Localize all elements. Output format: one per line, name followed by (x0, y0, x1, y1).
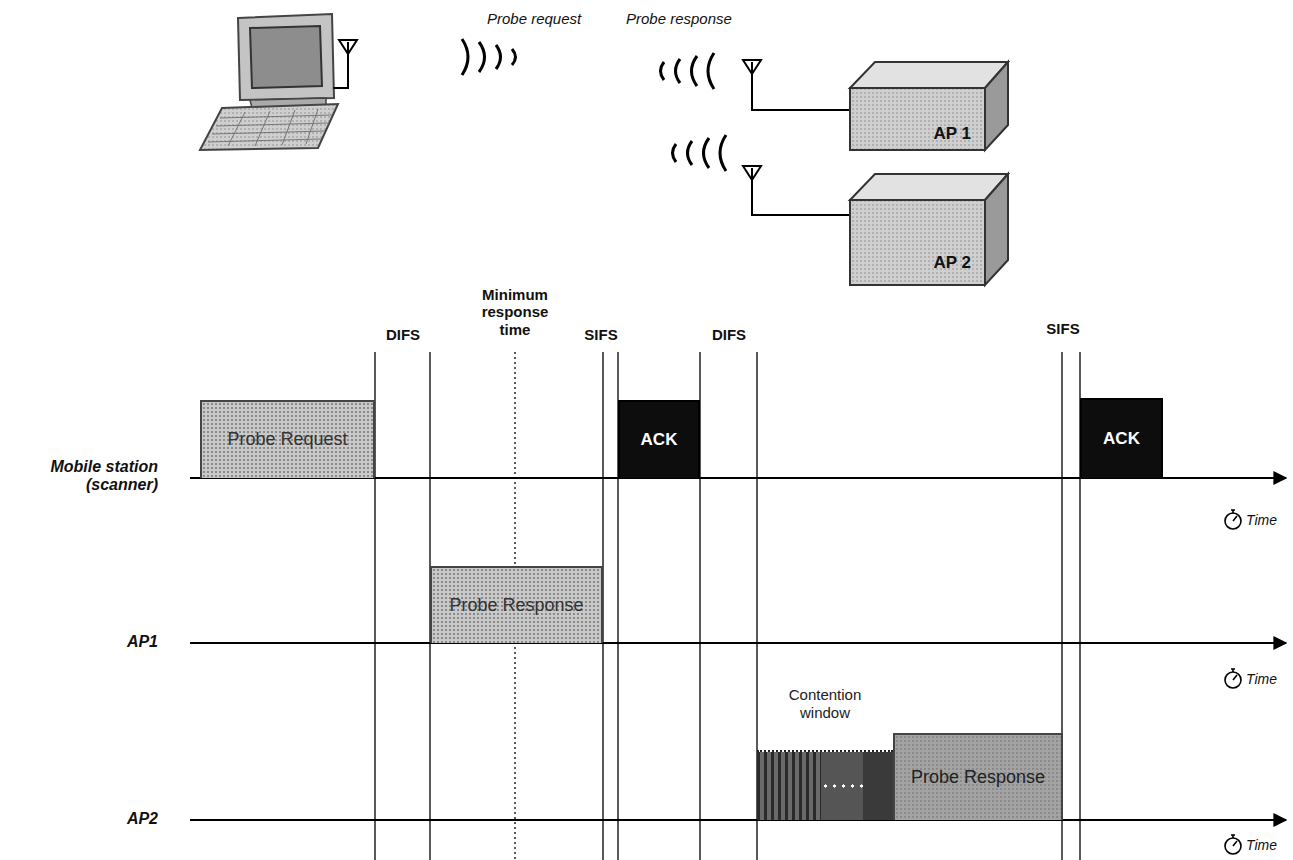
timeline-label: AP1 (100, 633, 158, 651)
antenna-wire (752, 168, 850, 215)
stopwatch-hand (1231, 835, 1237, 846)
caption-label: Probe response (626, 10, 756, 27)
wave-arc (512, 49, 516, 65)
stopwatch-icon (1225, 835, 1241, 854)
stopwatch-hand (1231, 669, 1237, 680)
antenna-symbol (339, 40, 357, 54)
caption-label: Probe request (487, 10, 607, 27)
interval-label: SIFS (1038, 320, 1088, 337)
cube-front (850, 88, 985, 150)
wave-arc (661, 62, 665, 80)
wave-arc (708, 53, 714, 89)
timing-guides (375, 352, 1080, 860)
wave-arc (720, 135, 726, 171)
node-text: Contention window (770, 686, 880, 722)
wave-arc (496, 45, 501, 69)
access-point-cube (850, 174, 1008, 285)
wave-arc (676, 59, 681, 83)
node-text: Probe Request (227, 429, 347, 451)
frame-box: Probe Response (893, 733, 1063, 820)
wave-arc (673, 144, 677, 162)
node-text: Probe Response (911, 767, 1045, 789)
stopwatch-hand (1231, 510, 1237, 521)
frame-box: Probe Request (200, 400, 375, 478)
slot-stripes (757, 752, 821, 820)
cube-front (850, 200, 985, 285)
slot-stripes (863, 752, 893, 820)
cube-top (850, 174, 1008, 200)
laptop-monitor (238, 14, 334, 100)
time-axis (190, 819, 1286, 821)
time-axes (190, 478, 1286, 820)
time-axis (190, 642, 1286, 644)
node-text: AP 1 (934, 124, 972, 144)
interval-label: DIFS (376, 326, 430, 343)
contention-slots (757, 750, 893, 820)
cube-side (985, 174, 1008, 285)
laptop-screen (250, 26, 322, 88)
access-point: AP 1 (850, 88, 985, 150)
wave-arc (704, 138, 710, 168)
timeline-label: AP2 (100, 810, 158, 828)
laptop-base (200, 104, 338, 150)
slot-ellipsis (821, 752, 863, 820)
stopwatch-icon (1225, 510, 1241, 529)
timeline-label: Mobile station (scanner) (20, 458, 158, 495)
node-text: ACK (1103, 429, 1140, 449)
frame-box: Probe Response (430, 566, 603, 643)
radio-waves (462, 39, 726, 171)
antenna-symbol (743, 60, 761, 74)
wave-arc (479, 42, 485, 72)
laptop-illustration (200, 14, 338, 150)
interval-label: Minimum response time (473, 286, 557, 338)
wave-arc (688, 141, 693, 165)
node-text: Probe Response (449, 595, 583, 617)
cube-top (850, 62, 1008, 88)
interval-label: DIFS (702, 326, 756, 343)
node-text: ACK (641, 430, 678, 450)
wave-arc (692, 56, 698, 86)
node-text: AP 2 (934, 253, 972, 273)
wave-arc (462, 39, 468, 75)
antenna-symbol (743, 166, 761, 180)
antenna-wire (752, 62, 850, 110)
contention-window: Contention window (757, 686, 893, 820)
caption-label: Time (1246, 837, 1290, 853)
ack-frame: ACK (618, 400, 700, 478)
caption-label: Time (1246, 512, 1290, 528)
interval-label: SIFS (576, 326, 626, 343)
laptop-keyboard (208, 109, 332, 146)
ack-frame: ACK (1080, 398, 1163, 478)
caption-label: Time (1246, 671, 1290, 687)
stopwatch-icon (1225, 669, 1241, 688)
access-point: AP 2 (850, 200, 985, 285)
cube-side (985, 62, 1008, 150)
access-point-cube (850, 62, 1008, 150)
